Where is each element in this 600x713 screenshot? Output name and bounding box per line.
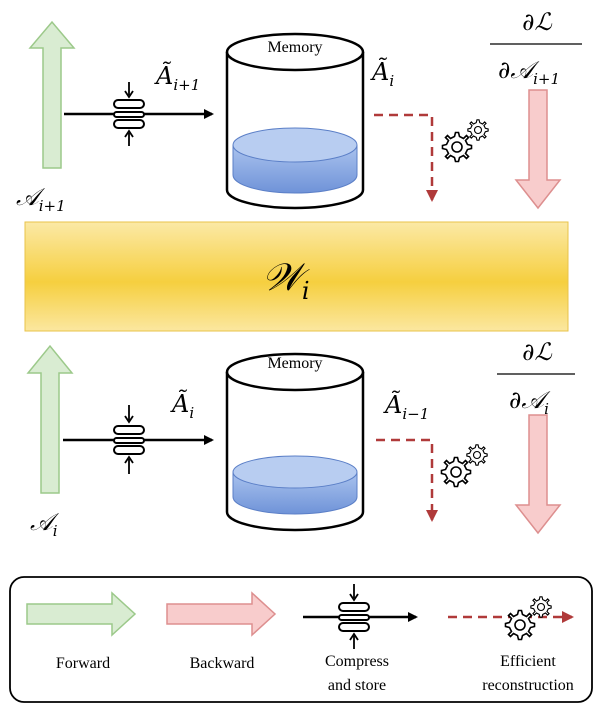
bottom-backward-arrow — [514, 414, 562, 535]
top-backward-arrow — [514, 89, 562, 210]
legend-backward-arrow — [166, 591, 277, 637]
bottom-gear-large-icon — [440, 456, 472, 488]
legend-compress-label-2: and store — [328, 677, 386, 694]
legend-compress-icon — [338, 584, 370, 649]
bottom-compress-icon — [113, 405, 145, 474]
svg-text:∂ℒ: ∂ℒ — [522, 338, 552, 366]
bottom-recon-arrow — [376, 438, 438, 522]
bottom-section: 𝒜i Ãi Memory Ãi−1 ∂ℒ — [26, 338, 575, 540]
top-gear-large-icon — [441, 131, 473, 163]
svg-text:∂𝒜i: ∂𝒜i — [509, 386, 551, 418]
legend-forward-label: Forward — [56, 655, 110, 672]
top-recon-arrow — [374, 113, 438, 202]
bottom-forward-arrow — [26, 344, 74, 494]
legend-gear-small-icon — [530, 596, 552, 618]
bottom-gradient-label: ∂ℒ ∂𝒜i — [497, 338, 575, 418]
top-memory-label: Memory — [267, 39, 322, 56]
bottom-recon-label: Ãi−1 — [383, 390, 429, 423]
svg-text:∂𝒜i+1: ∂𝒜i+1 — [498, 56, 560, 88]
legend-compress-label-1: Compress — [325, 653, 389, 670]
top-gradient-label: ∂ℒ ∂𝒜i+1 — [490, 8, 582, 88]
legend-box: Forward Backward Compress and store Effi… — [9, 576, 593, 703]
bottom-memory-cylinder — [225, 352, 365, 532]
legend-forward-arrow — [26, 591, 137, 637]
legend-backward-label: Backward — [190, 655, 255, 672]
bottom-memory-label: Memory — [267, 355, 322, 372]
layer-block: 𝒲i — [24, 221, 569, 332]
svg-text:∂ℒ: ∂ℒ — [522, 8, 552, 36]
top-forward-arrow — [28, 20, 76, 169]
legend-recon-label-2: reconstruction — [482, 677, 574, 694]
top-section: 𝒜i+1 Ãi+1 Memory Ãi — [16, 8, 582, 215]
legend-recon-label-1: Efficient — [500, 653, 556, 670]
bottom-gear-small-icon — [466, 444, 488, 466]
top-forward-label: 𝒜i+1 — [16, 183, 66, 215]
top-compressed-label: Ãi+1 — [154, 61, 200, 94]
top-compress-icon — [113, 82, 145, 146]
bottom-forward-label: 𝒜i — [30, 508, 60, 540]
top-gear-small-icon — [467, 119, 489, 141]
legend-gear-large-icon — [504, 609, 536, 641]
top-memory-cylinder — [225, 32, 365, 210]
bottom-compressed-label: Ãi — [170, 389, 194, 422]
top-recon-label: Ãi — [370, 57, 394, 90]
